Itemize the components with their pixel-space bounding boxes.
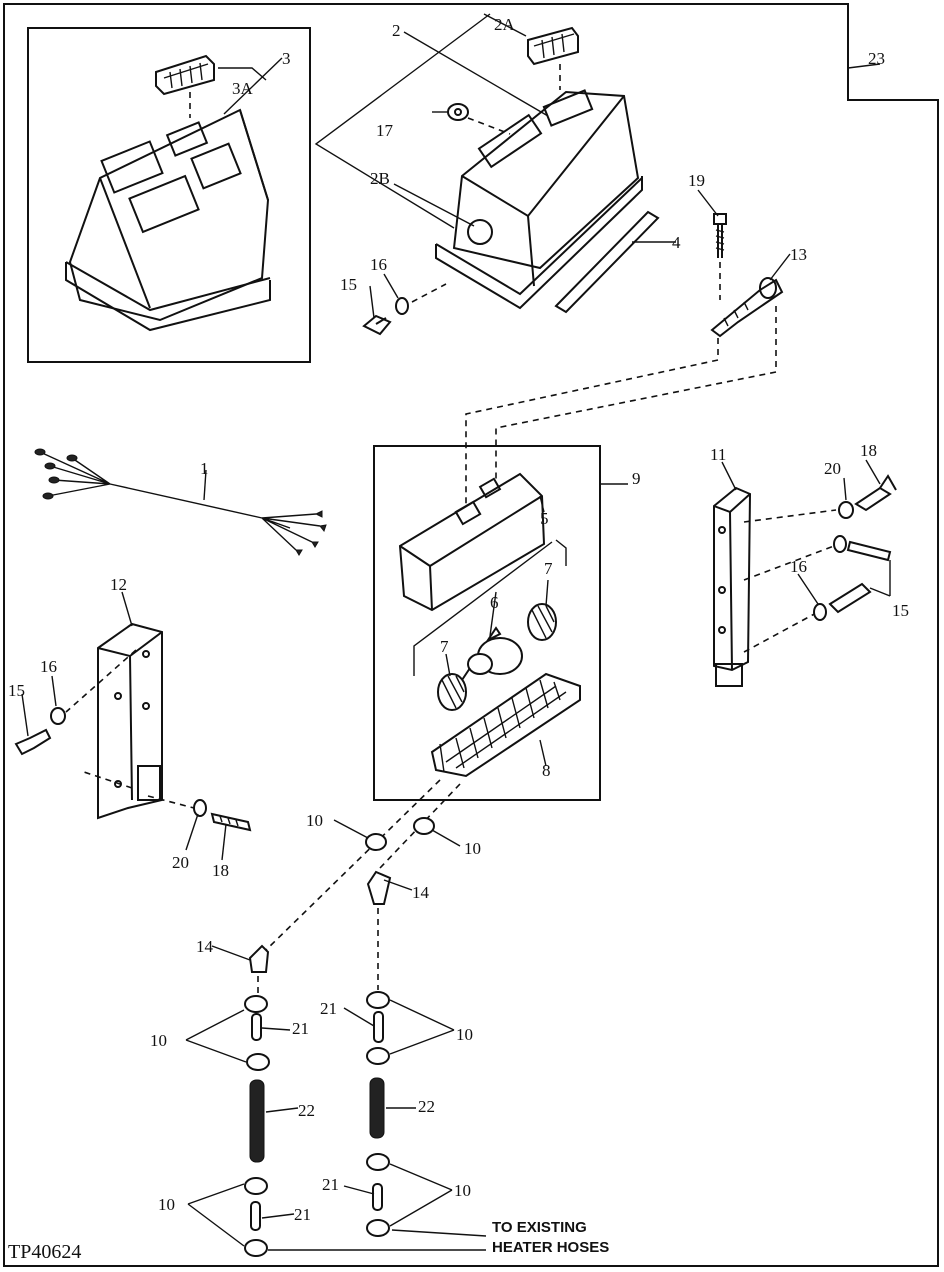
fan-motor-drawing — [437, 603, 557, 711]
label-6: 6 — [490, 593, 499, 612]
leader-lines — [21, 13, 881, 1219]
label-15-top: 15 — [340, 275, 357, 294]
note-line-2: HEATER HOSES — [492, 1239, 609, 1256]
console-3-drawing — [65, 54, 271, 332]
inset-box — [27, 27, 311, 363]
label-13: 13 — [790, 245, 807, 264]
note-line-1: TO EXISTING — [492, 1219, 587, 1236]
screw-washer-top — [362, 283, 447, 336]
heater-box-frame — [373, 445, 601, 801]
label-20-right: 20 — [824, 459, 841, 478]
bolt-clamp — [465, 213, 784, 520]
label-10-a: 10 — [306, 811, 323, 830]
label-16-left: 16 — [40, 657, 57, 676]
label-9: 9 — [632, 469, 641, 488]
label-10-c: 10 — [150, 1031, 167, 1050]
figure-id: TP40624 — [8, 1241, 81, 1263]
label-14-left: 14 — [196, 937, 214, 956]
label-20-left: 20 — [172, 853, 189, 872]
label-10-d: 10 — [456, 1025, 473, 1044]
label-22-right: 22 — [418, 1097, 435, 1116]
label-10-e: 10 — [158, 1195, 175, 1214]
label-2a: 2A — [494, 15, 516, 34]
console-2-drawing — [435, 26, 660, 314]
hose-assembly-drawing — [185, 817, 487, 1257]
label-2: 2 — [392, 21, 401, 40]
label-5: 5 — [540, 509, 549, 528]
label-15-left: 15 — [8, 681, 25, 700]
label-3a: 3A — [232, 79, 254, 98]
label-18-left: 18 — [212, 861, 229, 880]
label-19: 19 — [688, 171, 705, 190]
label-16-top: 16 — [370, 255, 387, 274]
label-21-d: 21 — [322, 1175, 339, 1194]
label-8: 8 — [542, 761, 551, 780]
bracket-12-drawing — [14, 622, 252, 832]
label-21-a: 21 — [292, 1019, 309, 1038]
callouts: 3 3A 2 2A 17 2B 4 15 16 19 13 23 1 9 5 7… — [8, 15, 909, 1224]
label-22-left: 22 — [298, 1101, 315, 1120]
label-17: 17 — [376, 121, 394, 140]
label-10-b: 10 — [464, 839, 481, 858]
page-frame — [3, 3, 939, 1267]
label-7-right: 7 — [544, 559, 553, 578]
label-11: 11 — [710, 445, 726, 464]
label-21-c: 21 — [294, 1205, 311, 1224]
label-21-b: 21 — [320, 999, 337, 1018]
label-23: 23 — [868, 49, 885, 68]
label-7-left: 7 — [440, 637, 449, 656]
label-3: 3 — [282, 49, 291, 68]
label-10-f: 10 — [454, 1181, 471, 1200]
bracket-11-drawing — [713, 474, 897, 687]
label-14-right: 14 — [412, 883, 430, 902]
label-18-right: 18 — [860, 441, 877, 460]
label-2b: 2B — [370, 169, 390, 188]
label-12: 12 — [110, 575, 127, 594]
label-16-right: 16 — [790, 557, 807, 576]
label-4: 4 — [672, 233, 681, 252]
wire-harness-drawing — [34, 448, 327, 556]
label-15-right: 15 — [892, 601, 909, 620]
heater-housing-5 — [398, 472, 567, 676]
label-1: 1 — [200, 459, 209, 478]
